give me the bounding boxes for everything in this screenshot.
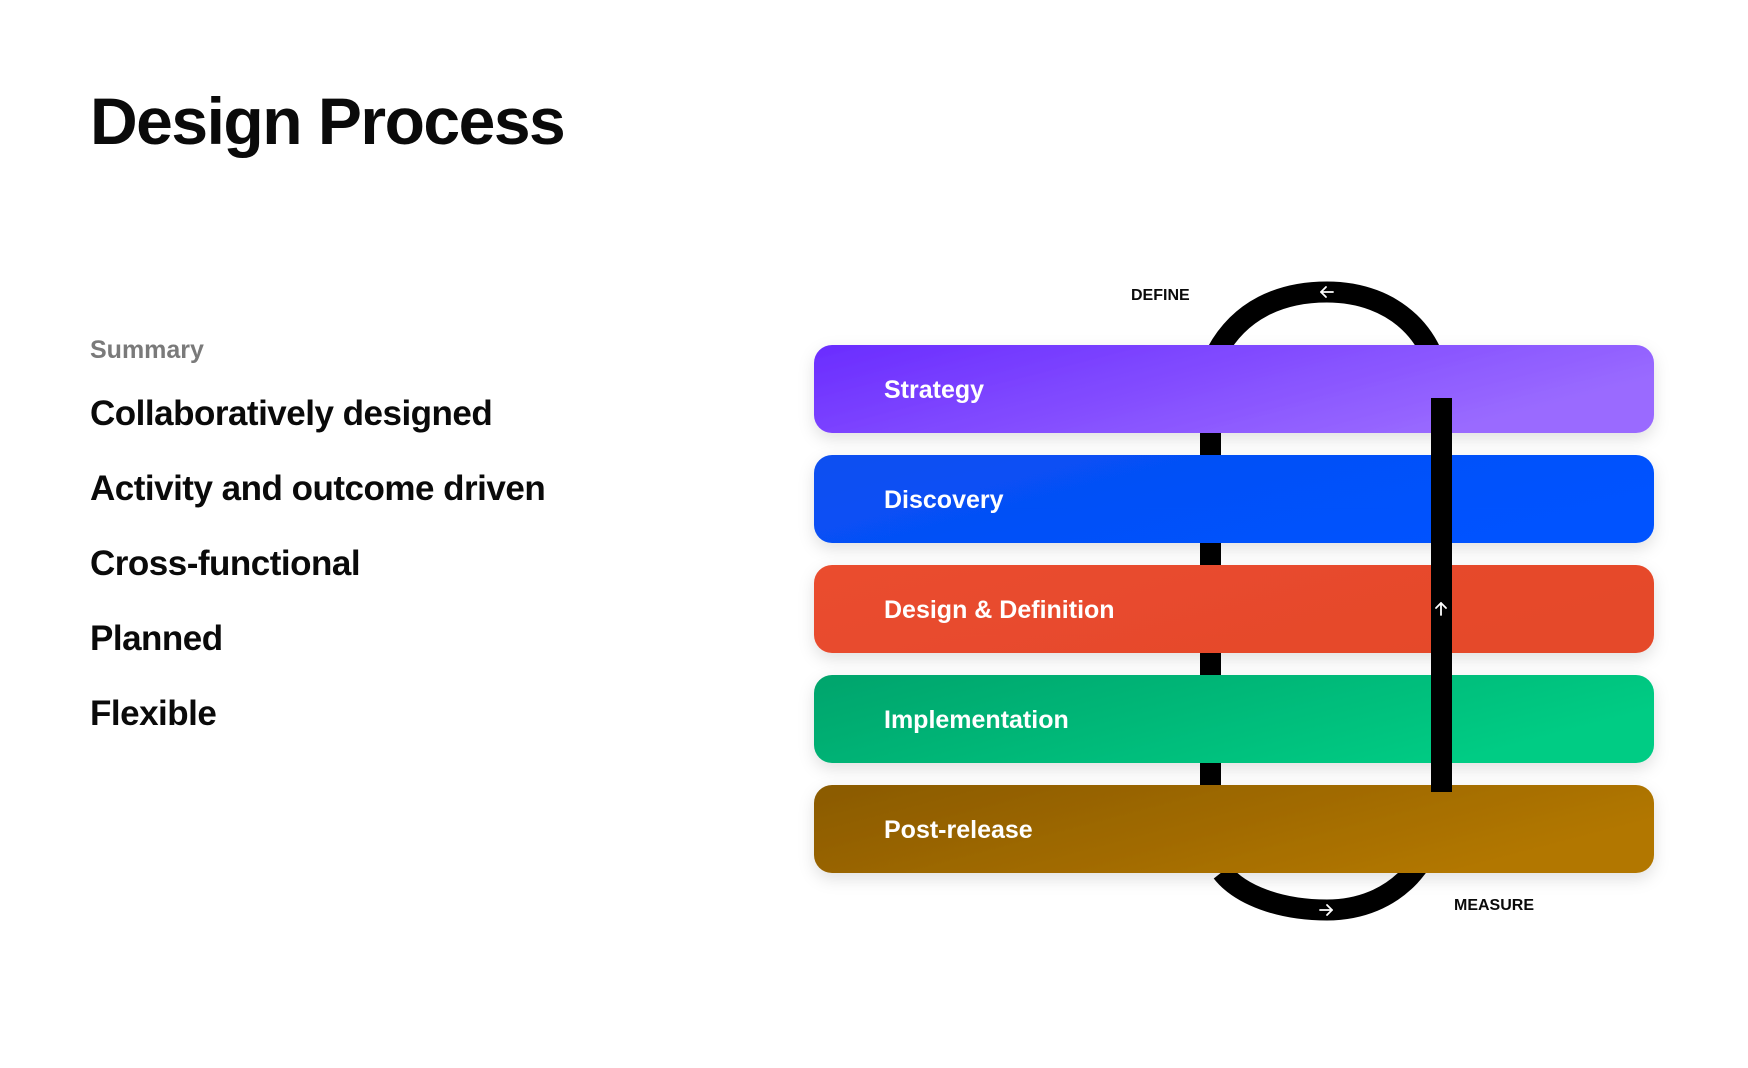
arrow-right-icon <box>1319 904 1333 916</box>
phase-bar-bg <box>814 785 1654 873</box>
left-connector <box>1200 428 1221 788</box>
connector-segment <box>1200 648 1221 678</box>
phase-label: Discovery <box>884 486 1004 514</box>
phase-label: Design & Definition <box>884 596 1115 624</box>
summary-item: Cross-functional <box>90 544 361 583</box>
phase-label: Implementation <box>884 706 1069 734</box>
summary-item: Planned <box>90 619 223 658</box>
connector-segment <box>1200 758 1221 788</box>
phase-bar-design-definition: Design & Definition <box>814 565 1654 653</box>
summary-item: Activity and outcome driven <box>90 469 546 508</box>
connector-segment <box>1200 428 1221 458</box>
phase-bar-discovery: Discovery <box>814 455 1654 543</box>
define-label: DEFINE <box>1131 287 1190 304</box>
phase-label: Strategy <box>884 376 984 404</box>
page-title: Design Process <box>90 84 566 158</box>
phase-bar-implementation: Implementation <box>814 675 1654 763</box>
measure-label: MEASURE <box>1454 897 1534 914</box>
summary-label: Summary <box>90 336 204 364</box>
summary-item: Flexible <box>90 694 217 733</box>
arrow-left-icon <box>1320 286 1334 298</box>
connector-segment <box>1200 538 1221 568</box>
phase-bar-strategy: Strategy <box>814 345 1654 433</box>
loop-right-line <box>1431 398 1452 792</box>
arrow-up-icon <box>1435 602 1447 616</box>
phase-bar-post-release: Post-release <box>814 785 1654 873</box>
summary-item: Collaboratively designed <box>90 394 493 433</box>
phase-label: Post-release <box>884 816 1033 844</box>
phase-bars: Strategy Discovery Design & Definition I… <box>814 345 1654 873</box>
